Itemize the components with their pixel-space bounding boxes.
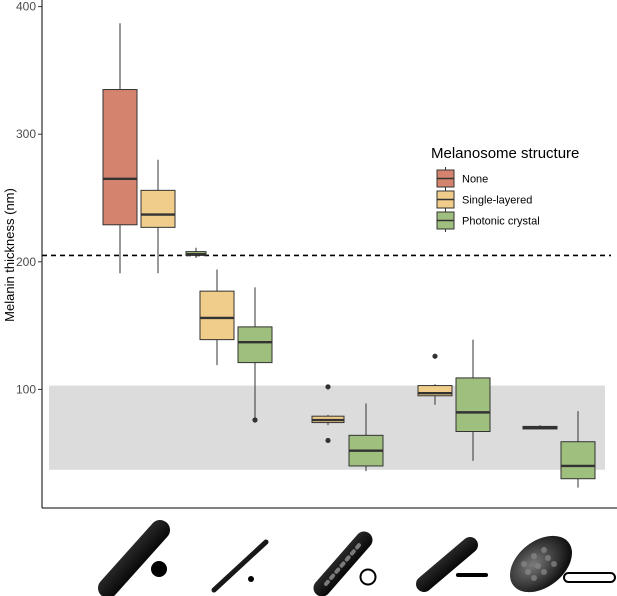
legend-label: Single-layered [462,195,532,207]
box-plot [455,339,491,461]
box-plot [417,353,453,405]
box-iqr [237,326,273,364]
flattened-rod-icon [416,537,488,592]
box-plot [140,159,176,274]
shaded-reference-band [49,385,605,470]
y-axis-title: Melanin thickness (nm) [2,188,17,322]
box-plot [522,425,558,430]
thin-solid-rod-icon [211,539,269,593]
box-plot [185,247,207,258]
y-tick-label: 100 [16,382,36,396]
y-tick-label: 200 [16,255,36,269]
box-outlier-point [252,417,258,423]
box-plot [560,411,596,488]
melanosome-icons [98,520,616,596]
legend-label: None [462,174,488,186]
legend: Melanosome structure NoneSingle-layeredP… [431,145,579,232]
legend-title: Melanosome structure [431,145,579,162]
hollow-platelet-icon [509,535,616,593]
legend-label: Photonic crystal [462,216,540,228]
y-tick-label: 400 [16,0,36,14]
hollow-rod-icon [313,531,377,596]
box-plot [237,287,273,423]
box-iqr [455,377,491,433]
box-plot [348,403,384,472]
box-iqr [417,385,453,397]
box-outlier-point [432,353,438,359]
box-iqr [140,189,176,228]
box-plot [102,23,138,274]
y-tick-label: 300 [16,127,36,141]
box-plot [199,269,235,366]
box-outlier-point [325,384,331,390]
solid-rod-icon [98,520,170,596]
box-iqr [560,441,596,480]
box-plot [311,384,345,444]
box-iqr [199,290,235,341]
box-iqr [102,89,138,226]
box-outlier-point [325,437,331,444]
